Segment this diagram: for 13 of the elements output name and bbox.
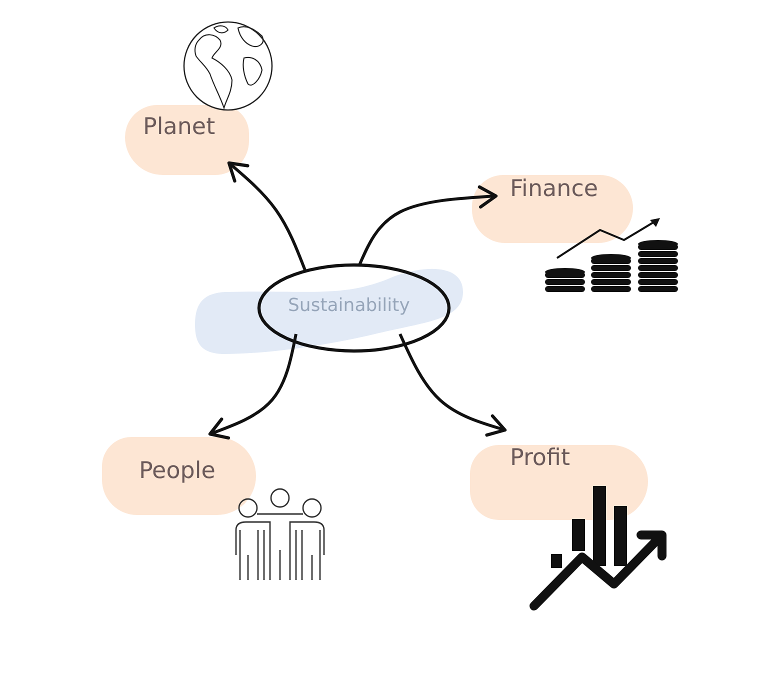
arrow	[398, 333, 507, 437]
highlight-blob	[470, 445, 648, 520]
highlight-blob	[102, 437, 256, 515]
node-label: Sustainability	[288, 295, 410, 316]
node-label: Planet	[143, 114, 216, 140]
arrow	[227, 161, 306, 271]
highlight-blob	[125, 105, 249, 175]
arrow	[208, 334, 298, 440]
node-label: Finance	[510, 176, 598, 202]
node-label: People	[139, 458, 216, 484]
highlight-blob	[472, 175, 633, 243]
arrow	[358, 185, 498, 267]
node-label: Profit	[510, 445, 570, 471]
